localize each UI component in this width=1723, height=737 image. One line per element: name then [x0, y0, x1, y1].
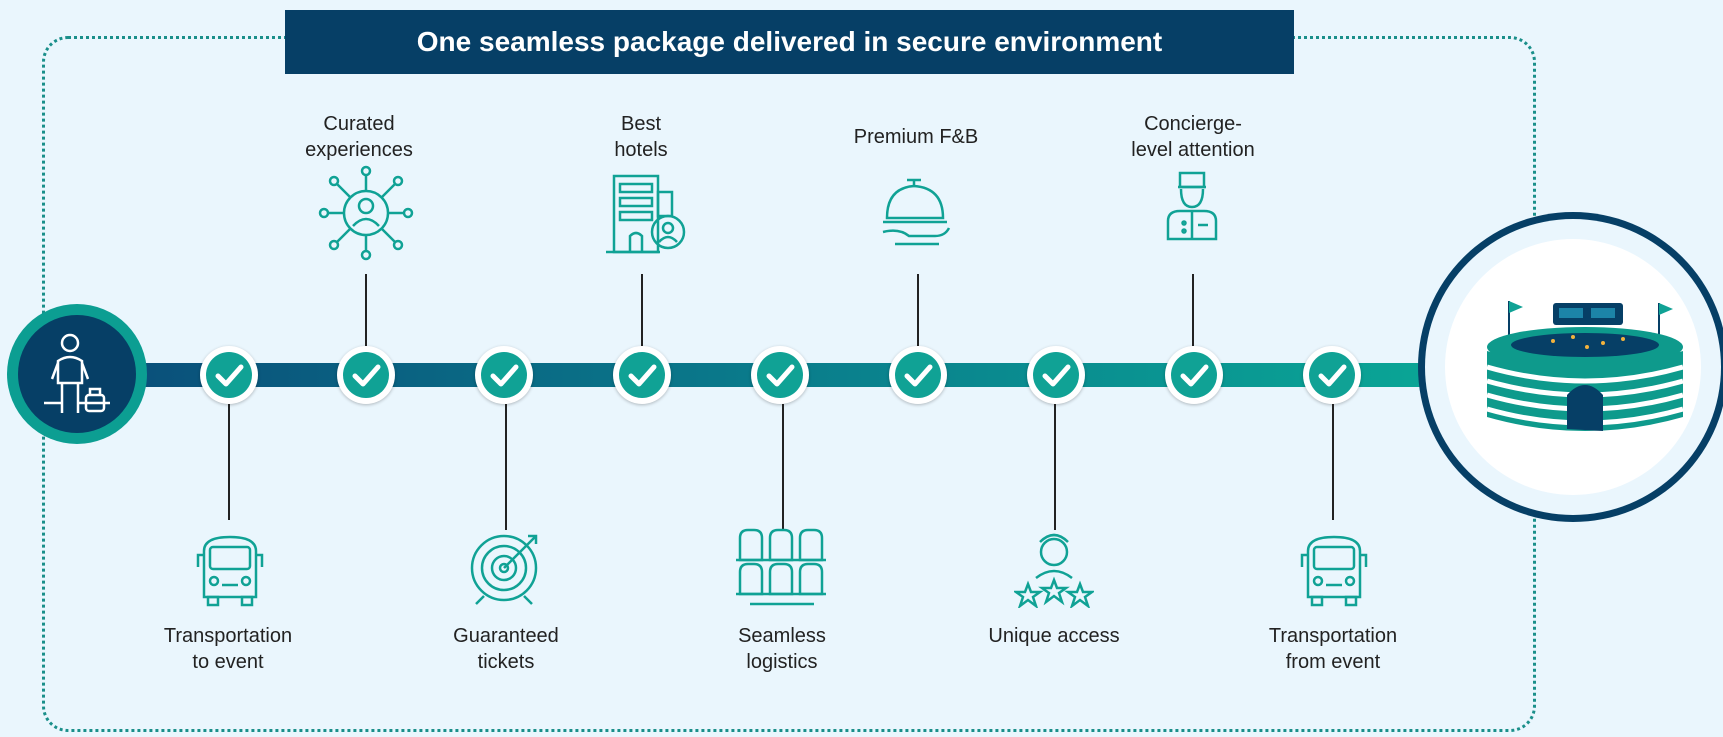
label-curated-experiences: Curated experiences: [249, 111, 469, 163]
checkpoint-1: [200, 346, 258, 404]
checkpoint-2: [337, 346, 395, 404]
label-line: Curated: [323, 113, 395, 135]
label-line: hotels: [614, 139, 668, 161]
label-concierge: Concierge- level attention: [1083, 111, 1303, 163]
stadium-node: [1418, 212, 1723, 522]
traveler-icon: [44, 333, 110, 413]
checkmark-icon: [490, 364, 519, 387]
label-transport-from-event: Transportation from event: [1223, 623, 1443, 675]
checkpoint-3: [475, 346, 533, 404]
vip-person-icon: [1014, 533, 1094, 608]
checkmark-icon: [904, 364, 933, 387]
connector-top-3: [917, 274, 919, 346]
page-title: One seamless package delivered in secure…: [416, 26, 1163, 57]
label-line: from event: [1285, 651, 1381, 673]
title-banner: One seamless package delivered in secure…: [285, 10, 1294, 74]
bus-icon: [196, 535, 264, 607]
target-icon: [470, 534, 538, 605]
checkmark-icon: [1318, 364, 1347, 387]
bus-icon: [1300, 535, 1368, 607]
checkpoint-4: [613, 346, 671, 404]
connector-top-1: [365, 274, 367, 346]
concierge-icon: [1166, 171, 1218, 241]
label-line: logistics: [746, 651, 818, 673]
label-unique-access: Unique access: [944, 623, 1164, 649]
label-line: Unique access: [988, 625, 1120, 647]
connector-bottom-2: [505, 404, 507, 530]
connector-bottom-5: [1332, 404, 1334, 520]
label-line: Transportation: [163, 625, 293, 647]
checkmark-icon: [352, 364, 381, 387]
network-people-icon: [318, 165, 414, 261]
hotel-icon: [606, 174, 686, 254]
label-transport-to-event: Transportation to event: [118, 623, 338, 675]
checkpoint-6: [889, 346, 947, 404]
label-premium-fb: Premium F&B: [806, 124, 1026, 150]
label-line: tickets: [477, 651, 535, 673]
label-line: Transportation: [1268, 625, 1398, 647]
connector-bottom-1: [228, 404, 230, 520]
stadium-icon: [1486, 301, 1683, 431]
checkmark-icon: [1180, 364, 1209, 387]
label-line: Concierge-: [1144, 113, 1242, 135]
checkpoint-5: [751, 346, 809, 404]
label-line: to event: [192, 651, 264, 673]
connector-bottom-3: [782, 404, 784, 530]
label-line: Guaranteed: [453, 625, 559, 647]
label-best-hotels: Best hotels: [531, 111, 751, 163]
seats-icon: [736, 528, 826, 606]
checkmark-icon: [1042, 364, 1071, 387]
checkpoint-7: [1027, 346, 1085, 404]
connector-top-2: [641, 274, 643, 346]
checkmark-icon: [628, 364, 657, 387]
label-line: Best: [620, 113, 662, 135]
checkmark-icon: [215, 364, 244, 387]
label-guaranteed-tickets: Guaranteed tickets: [396, 623, 616, 675]
start-node: [7, 304, 147, 444]
cloche-icon: [882, 178, 951, 246]
connector-bottom-4: [1054, 404, 1056, 530]
label-seamless-logistics: Seamless logistics: [672, 623, 892, 675]
label-line: Seamless: [738, 625, 826, 647]
checkpoint-8: [1165, 346, 1223, 404]
checkpoint-9: [1303, 346, 1361, 404]
connector-top-4: [1192, 274, 1194, 346]
label-line: experiences: [305, 139, 413, 161]
label-line: level attention: [1131, 139, 1255, 161]
checkmark-icon: [766, 364, 795, 387]
label-line: Premium F&B: [853, 126, 979, 148]
